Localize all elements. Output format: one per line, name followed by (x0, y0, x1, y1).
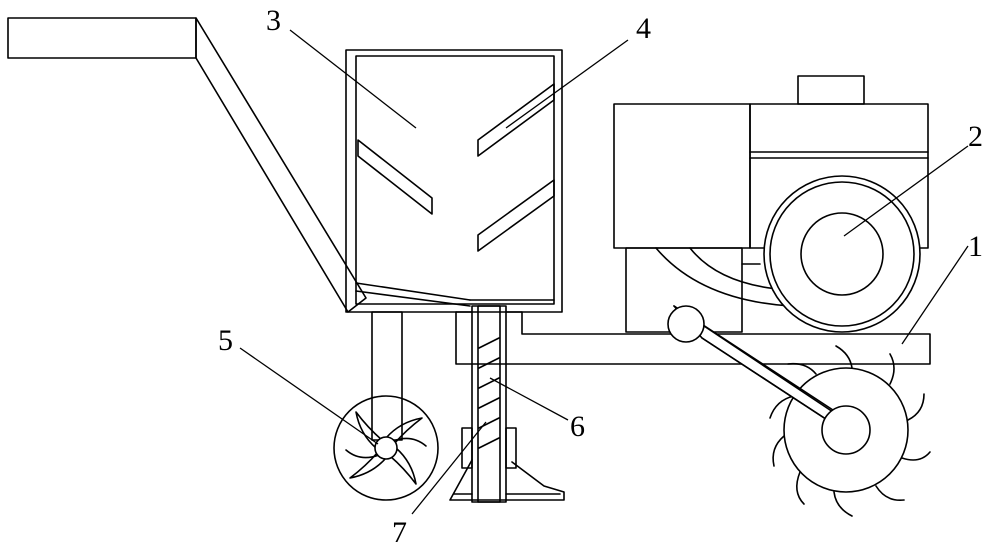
label-hopper: 3 (266, 4, 281, 37)
furrow-opener (449, 427, 565, 501)
screw-flights (478, 337, 500, 449)
label-front-wheel: 5 (218, 324, 233, 357)
rear-wheel-assembly (667, 305, 931, 517)
label-feed-tube: 6 (570, 410, 585, 443)
agitator-blades (357, 83, 555, 252)
label-frame: 1 (968, 230, 983, 263)
wheel-support (371, 311, 403, 441)
label-agitator-blade: 4 (636, 12, 651, 45)
leader-lines (239, 29, 969, 515)
engine (613, 75, 929, 333)
frame (455, 311, 931, 365)
front-wheel (333, 395, 439, 501)
handle (7, 17, 367, 313)
label-furrow-opener: 7 (392, 516, 407, 549)
feed-tube (471, 305, 507, 503)
callout-labels: 3 4 2 1 5 6 7 (218, 4, 983, 549)
hopper (345, 49, 563, 313)
label-engine: 2 (968, 120, 983, 153)
